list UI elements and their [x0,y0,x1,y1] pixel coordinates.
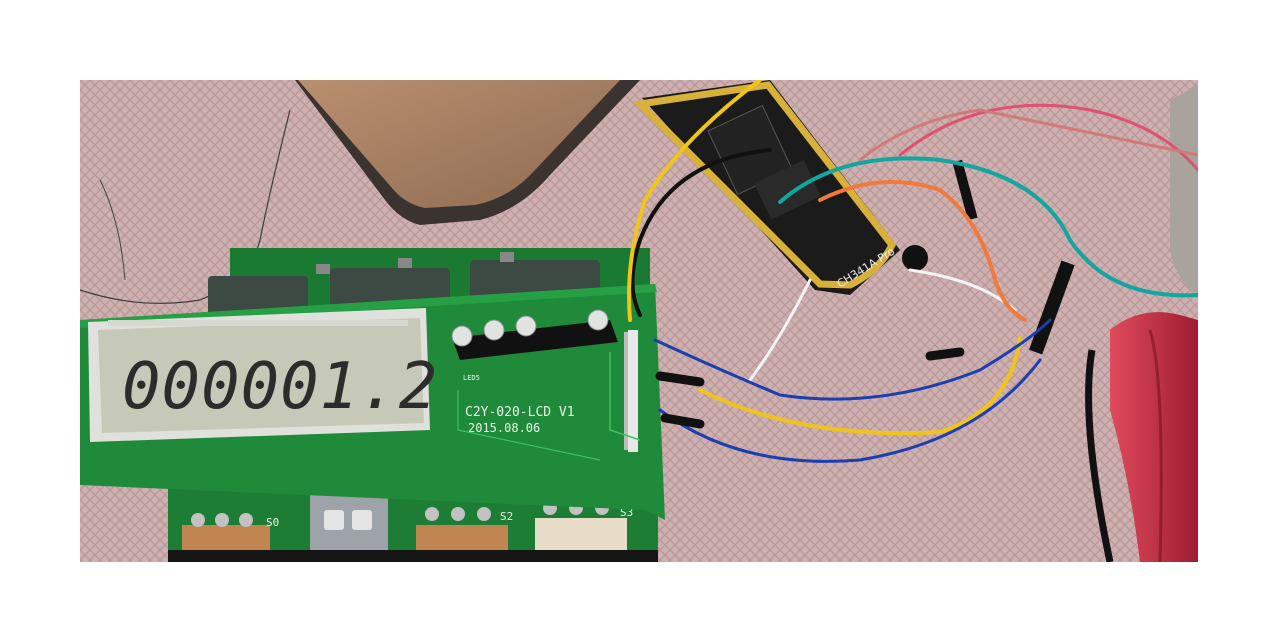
lcd-module: 000001.2 [88,308,438,442]
wires [627,80,1198,463]
switch-label-s2: S2 [500,510,513,523]
wire-orange [818,180,1027,322]
photo-frame: S0 S2 S3 C2Y-020-LCD V1 2015.08.06 LED5 … [80,80,1198,562]
wire-black [630,148,772,317]
wire-yellow [627,80,1022,436]
grey-object [1170,85,1198,295]
pin-header [624,330,638,452]
wire-blue-2 [658,358,1042,463]
switch-label-s0: S0 [266,516,279,529]
wire-dupont-2 [660,413,705,429]
ch341a-programmer: CH341A Pro [632,80,928,295]
programmer-crystal-icon [902,245,928,271]
photo-scene: S0 S2 S3 C2Y-020-LCD V1 2015.08.06 LED5 … [80,80,1198,562]
wire-white [748,278,812,382]
wire-teal [778,156,1198,298]
laptop-corner [295,80,640,225]
loose-header [952,159,1075,355]
led-label: LED5 [463,374,480,382]
thin-wire-2 [99,179,126,281]
lcd-reading: 000001.2 [122,350,438,424]
wire-dupont-1 [655,371,705,387]
wire-red-2 [858,108,1198,162]
red-clamp [1085,312,1198,562]
wire-red [898,103,1198,172]
led-bar [451,309,618,360]
board-label: C2Y-020-LCD V1 [465,405,575,420]
wire-blue [653,318,1052,401]
wire-dupont-3 [925,347,965,361]
board-date: 2015.08.06 [468,421,540,435]
